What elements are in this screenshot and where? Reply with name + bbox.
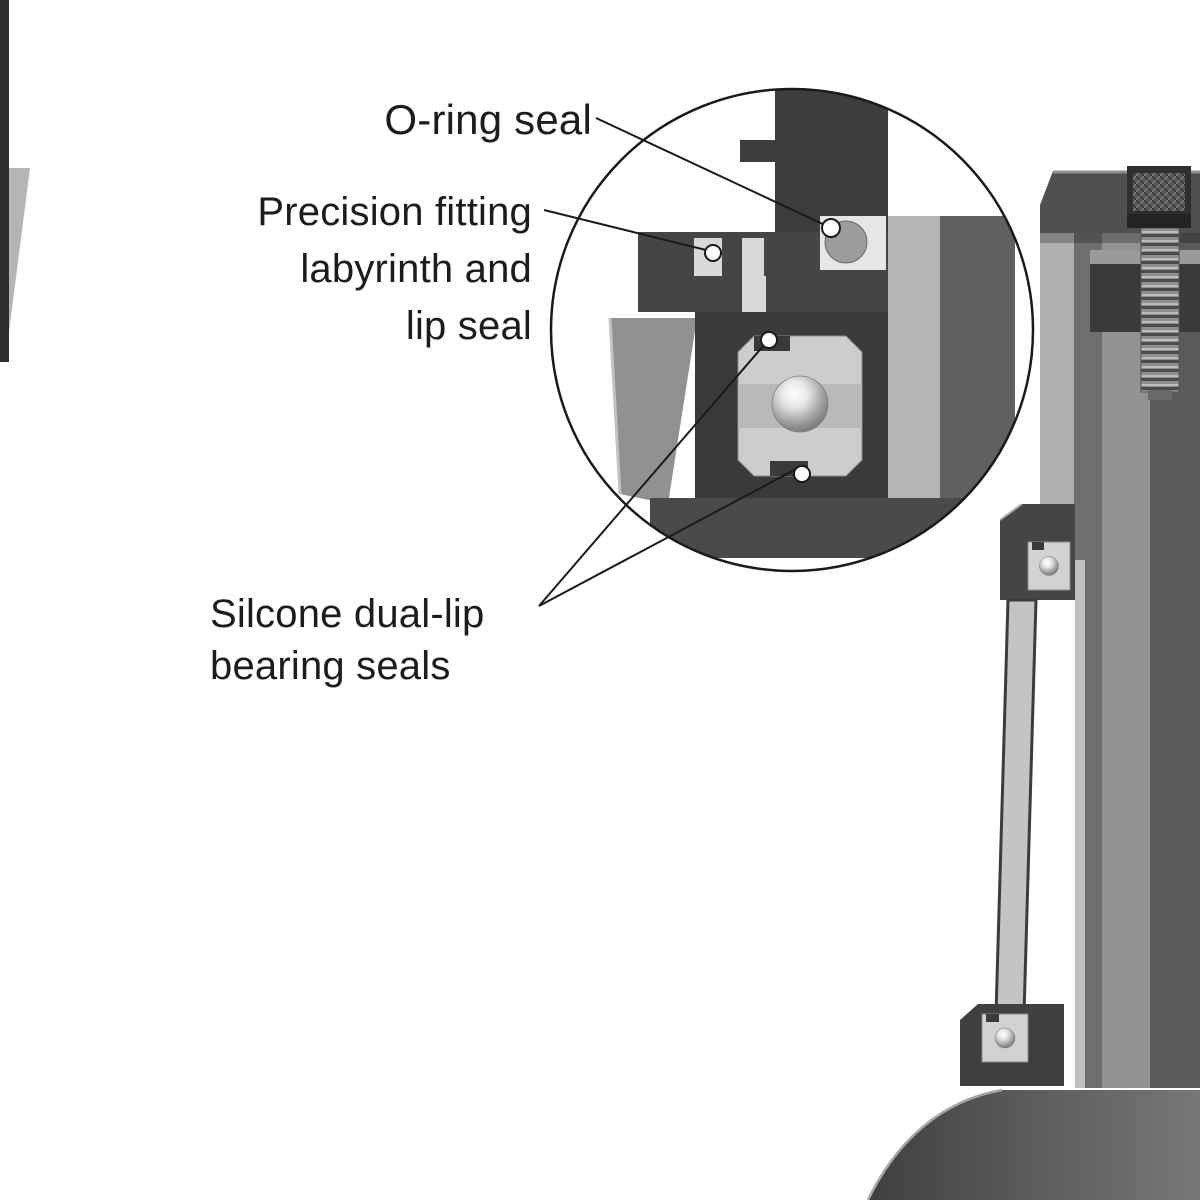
label-silicone-line1: Silcone dual-lip [210, 592, 485, 636]
leader-lines [538, 117, 828, 607]
lower-bearing-ball [994, 1027, 1016, 1049]
magnifier-circle-border [549, 87, 1035, 573]
bolt-threaded-shaft [1140, 227, 1180, 393]
lower-bearing-assembly [960, 1004, 1064, 1086]
label-precision-line2: labyrinth and [300, 246, 532, 291]
bolt [1127, 166, 1191, 400]
marker-labyrinth [704, 244, 722, 262]
label-precision-fitting: Precision fitting labyrinth and lip seal [178, 184, 532, 354]
leader-line-silicone-top [538, 344, 765, 607]
label-precision-line1: Precision fitting [257, 190, 532, 234]
marker-seal-bottom [793, 465, 811, 483]
label-precision-line3: lip seal [405, 303, 532, 348]
bearing-ball [771, 375, 829, 433]
leader-line-precision [543, 209, 707, 251]
leader-line-oring [595, 117, 828, 227]
leader-line-silicone-bottom [538, 467, 799, 607]
lens-bearing [737, 335, 863, 477]
lens-shaft-wedge [608, 317, 697, 504]
marker-oring [821, 218, 841, 238]
left-edge-fragment [0, 0, 30, 362]
drive-belt [994, 598, 1038, 1016]
labyrinth-lip-seal [694, 238, 766, 312]
label-silicone-seals: Silcone dual-lip bearing seals [210, 588, 550, 692]
lens-housing-block [775, 89, 888, 232]
base-skirt [866, 1088, 1200, 1200]
bolt-tip [1148, 390, 1172, 400]
bolt-head-knurl [1133, 173, 1185, 211]
machine-cross-section [866, 166, 1200, 1200]
label-oring-seal: O-ring seal [280, 90, 592, 150]
upper-bearing-assembly [999, 503, 1075, 600]
label-oring-text: O-ring seal [384, 96, 592, 143]
upper-bearing-ball [1039, 556, 1059, 576]
marker-seal-top [760, 331, 778, 349]
callout-markers [704, 218, 841, 483]
label-silicone-line2: bearing seals [210, 644, 451, 688]
lens-lower-band [650, 498, 1015, 558]
